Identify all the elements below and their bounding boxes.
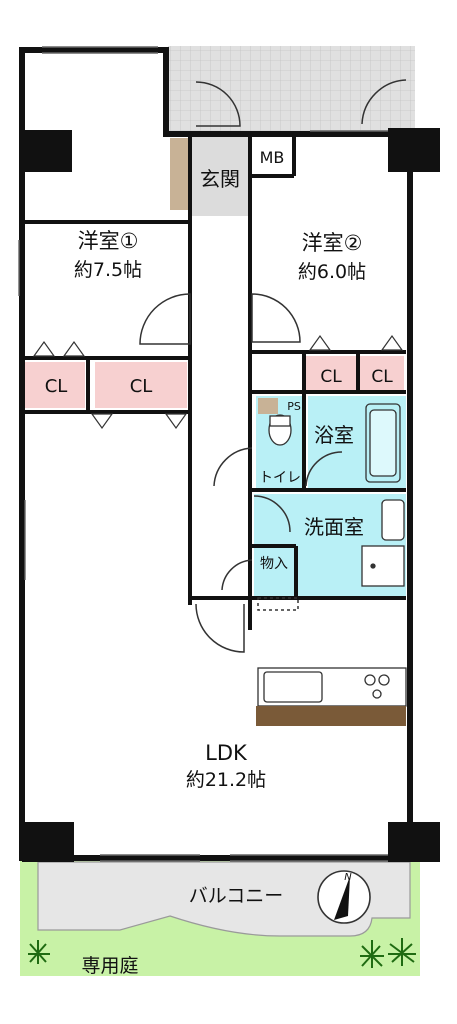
walls (19, 47, 413, 861)
entrance-shoebox (170, 138, 190, 210)
closet-fill-3 (306, 356, 356, 392)
balcony-label: バルコニー (189, 885, 284, 907)
ldk-name: LDK (205, 741, 248, 765)
entrance-porch-right (250, 46, 415, 134)
fixtures (257, 403, 407, 707)
washroom-label: 洗面室 (304, 515, 364, 539)
entrance-floor (192, 136, 250, 216)
garden-label: 専用庭 (81, 955, 138, 977)
mb-label: MB (260, 148, 285, 167)
closet-label-1: CL (45, 376, 68, 397)
windows (18, 46, 390, 862)
garden-plants (28, 938, 416, 968)
closet-fill-1 (25, 362, 85, 408)
inner-walls (25, 136, 406, 630)
closet-label-3: CL (320, 367, 342, 387)
western2-area: 約6.0帖 (298, 261, 366, 283)
toilet-label: トイレ (259, 470, 301, 486)
door-swings (139, 79, 407, 653)
entrance-label: 玄関 (200, 167, 240, 191)
ps-label: PS (287, 400, 301, 413)
pillars (22, 128, 440, 862)
storage-label: 物入 (260, 556, 288, 572)
compass-needle-icon (334, 876, 350, 920)
western2-name: 洋室② (302, 231, 363, 255)
compass: N (317, 870, 371, 924)
balcony-area (37, 861, 411, 937)
entrance-porch-left (168, 46, 250, 134)
compass-label: N (344, 872, 352, 883)
western1-area: 約7.5帖 (74, 259, 142, 281)
closet-fill-4 (360, 356, 404, 392)
closet-markers (32, 334, 404, 430)
ldk-area: 約21.2帖 (186, 769, 266, 791)
bath-label: 浴室 (314, 423, 354, 447)
kitchen-counter (256, 706, 406, 726)
closet-label-4: CL (371, 367, 393, 387)
closet-fill-2 (95, 362, 187, 408)
closet-label-2: CL (130, 376, 153, 397)
ps-box (258, 398, 278, 414)
western1-name: 洋室① (78, 229, 139, 253)
